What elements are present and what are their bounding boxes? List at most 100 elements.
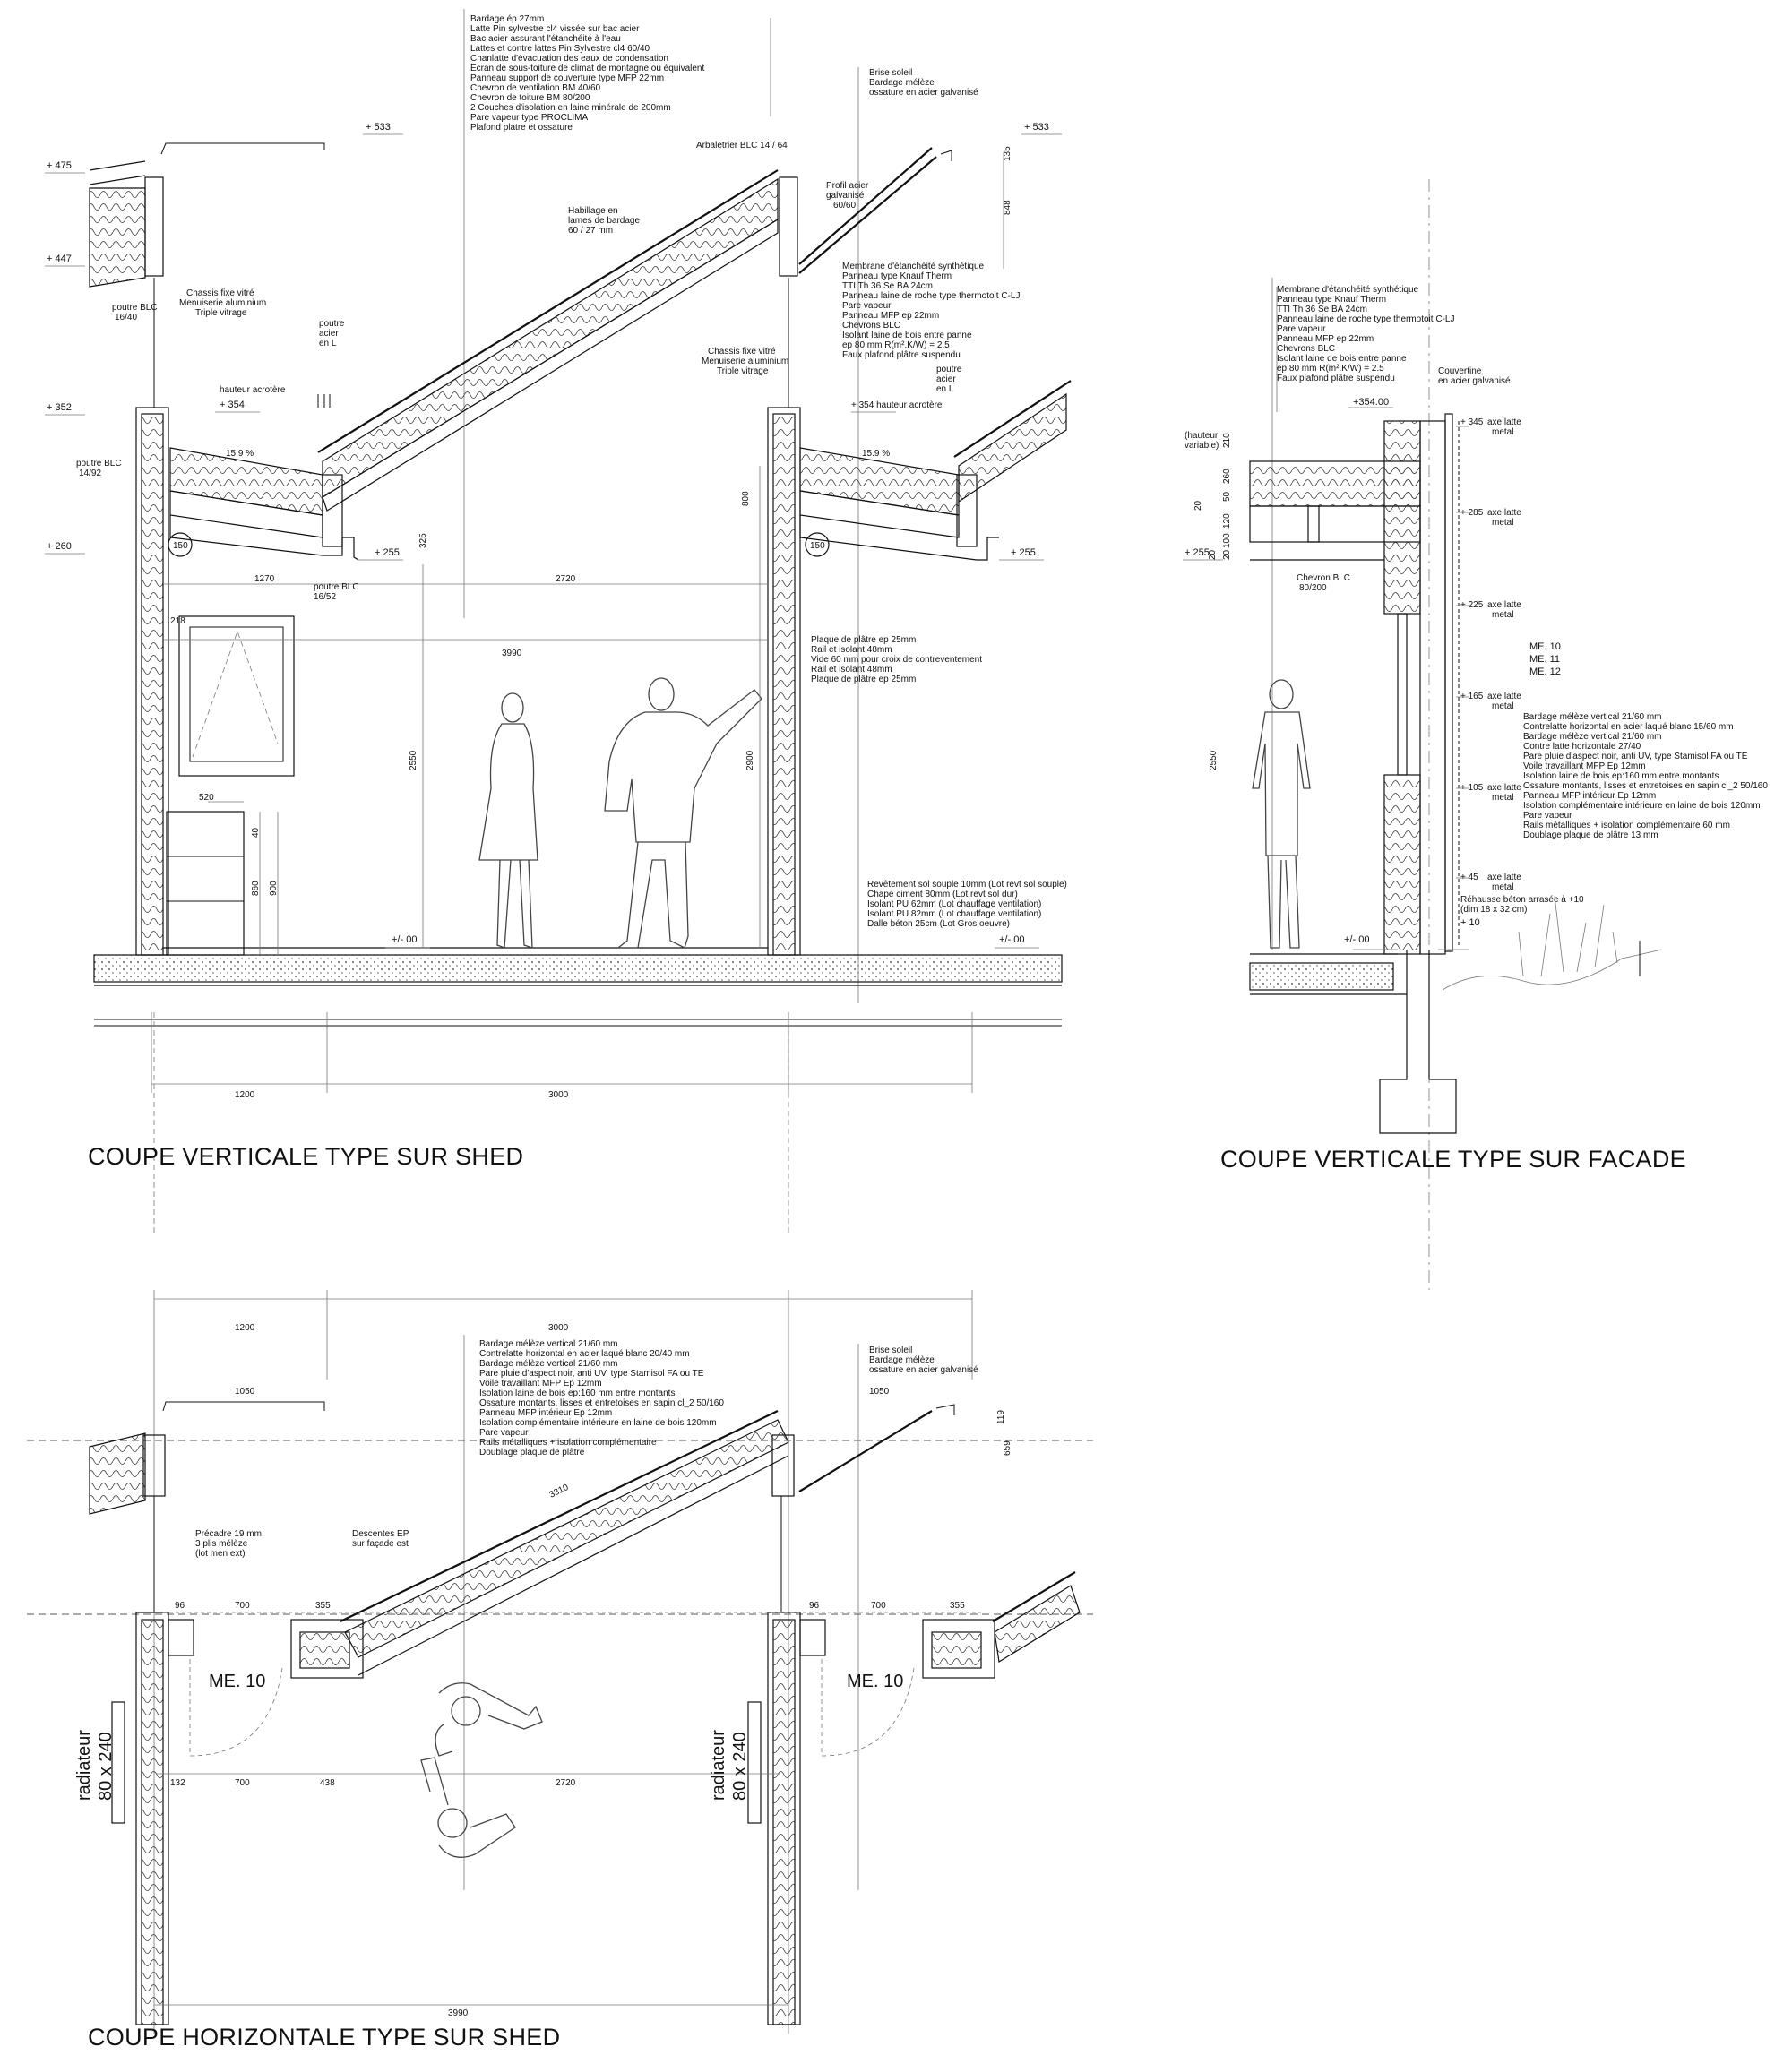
dim-label: 3310 <box>547 1483 570 1500</box>
axe-label: metal <box>1492 427 1513 437</box>
dim-label: 800 <box>741 491 751 506</box>
radiateur-label: radiateur <box>709 1730 728 1801</box>
membrane-note: ep 80 mm R(m².K/W) = 2.5 <box>842 340 950 350</box>
plaque-note: Plaque de plâtre ep 25mm <box>811 635 916 645</box>
sol-note: Isolant PU 62mm (Lot chauffage ventilati… <box>867 899 1041 909</box>
dim-label: 438 <box>320 1778 335 1788</box>
floor-slab <box>93 954 1063 983</box>
h-left-wall <box>141 1619 164 2025</box>
roof-note: Chevron de toiture BM 80/200 <box>470 93 590 103</box>
facade-note: ep 80 mm R(m².K/W) = 2.5 <box>1277 364 1384 374</box>
right-shed-start <box>958 392 1067 503</box>
dim-label: 2720 <box>556 574 576 584</box>
poutre-label: 16/40 <box>115 313 137 322</box>
level-label: + 354 <box>220 400 245 410</box>
facade-level-top: +354.00 <box>1353 397 1389 408</box>
dim-label: 20 <box>1193 500 1203 511</box>
level-label: + 260 <box>47 541 72 552</box>
horizontal-note: Pare pluie d'aspect noir, anti UV, type … <box>479 1369 704 1379</box>
descentes-label: Descentes EP <box>352 1529 409 1539</box>
axe-label: metal <box>1492 518 1513 528</box>
sol-note: Chape ciment 80mm (Lot revt sol dur) <box>867 890 1018 899</box>
right-wall <box>772 413 796 956</box>
roof-note: 2 Couches d'isolation en laine minérale … <box>470 103 671 113</box>
facade-note: Panneau MFP ep 22mm <box>1277 334 1374 344</box>
facade-note: Isolant laine de bois entre panne <box>1277 354 1407 364</box>
h-left-stub <box>89 1432 146 1515</box>
dim-label: 210 <box>1222 433 1232 448</box>
poutre-label: 16/52 <box>314 592 336 602</box>
facade-wall-lower <box>1383 774 1421 955</box>
dim-label: 848 <box>1003 200 1012 215</box>
roof-note: Panneau support de couverture type MFP 2… <box>470 73 664 83</box>
axe-level: + 225 <box>1460 600 1484 610</box>
dim-label: 96 <box>175 1601 185 1611</box>
roof-note: Lattes et contre lattes Pin Sylvestre cl… <box>470 44 650 54</box>
brise-soleil-label: ossature en acier galvanisé <box>869 1365 978 1375</box>
descentes-label: sur façade est <box>352 1539 409 1549</box>
wall-note: Isolation laine de bois ep:160 mm entre … <box>1523 771 1719 781</box>
poutre-label: acier <box>319 329 339 339</box>
habillage-label: 60 / 27 mm <box>568 226 613 236</box>
dim-label: 3990 <box>448 2008 469 2018</box>
left-post <box>144 176 164 277</box>
poutre-label: poutre <box>936 365 962 374</box>
dim-label: 1050 <box>235 1387 255 1397</box>
wall-note: Pare pluie d'aspect noir, anti UV, type … <box>1523 752 1748 761</box>
habillage-label: Habillage en <box>568 206 618 216</box>
dim-label: 260 <box>1222 469 1232 484</box>
facade-note: Panneau laine de roche type thermotoit C… <box>1277 314 1454 324</box>
wall-note: Contrelatte horizontal en acier laqué bl… <box>1523 722 1734 732</box>
plaque-note: Plaque de plâtre ep 25mm <box>811 675 916 684</box>
brise-soleil-label: Brise soleil <box>869 1346 912 1355</box>
roof-note: Latte Pin sylvestre cl4 vissée sur bac a… <box>470 24 640 34</box>
h-right-wall <box>772 1619 796 2025</box>
axe-level: + 165 <box>1460 692 1484 701</box>
poutre-label: 14/92 <box>79 469 101 478</box>
person-plan-top <box>435 1682 543 1757</box>
person-silhouette-facade <box>1252 679 1311 949</box>
slope-label: 15.9 % <box>226 449 254 459</box>
radiator-left <box>111 1701 125 1824</box>
dim-label: 20 <box>1208 549 1218 560</box>
horizontal-note: Bardage mélèze vertical 21/60 mm <box>479 1339 618 1349</box>
wall-note: Isolation complémentaire intérieure en l… <box>1523 801 1761 811</box>
level-label: + 447 <box>47 254 72 264</box>
section-marker-label: 150 <box>173 541 188 551</box>
dim-label: 218 <box>170 616 185 626</box>
chevron-label: 80/200 <box>1299 583 1327 593</box>
poutre-label: en L <box>319 339 337 348</box>
sol-note: Dalle béton 25cm (Lot Gros oeuvre) <box>867 919 1010 929</box>
dim-label: 1050 <box>869 1387 890 1397</box>
axe-label: axe latte <box>1487 417 1521 427</box>
dim-label: 1200 <box>235 1090 255 1100</box>
horizontal-note: Pare vapeur <box>479 1428 529 1438</box>
axe-level: + 345 <box>1460 417 1484 427</box>
wall-note: Bardage mélèze vertical 21/60 mm <box>1523 732 1662 742</box>
radiator-right <box>747 1701 762 1824</box>
poutre-label: poutre <box>319 319 345 329</box>
h-frame-middle <box>290 1619 364 1679</box>
dim-label: 120 <box>1222 513 1232 529</box>
membrane-note: Membrane d'étanchéité synthétique <box>842 262 985 271</box>
dim-label: 325 <box>418 533 428 548</box>
habillage-label: lames de bardage <box>568 216 640 226</box>
person-plan-bottom <box>420 1757 516 1858</box>
plaque-note: Rail et isolant 48mm <box>811 645 892 655</box>
arbaletrier-label: Arbaletrier BLC 14 / 64 <box>696 141 788 150</box>
level-label: +/- 00 <box>392 934 417 945</box>
radiateur-label: 80 x 240 <box>730 1732 750 1801</box>
brise-soleil-label: Brise soleil <box>869 68 912 78</box>
rehausse-note: Réhausse béton arrasée à +10 <box>1460 895 1584 905</box>
brise-soleil-label: ossature en acier galvanisé <box>869 88 978 98</box>
axe-label: metal <box>1492 793 1513 803</box>
facade-note: TTI Th 36 Se BA 24cm <box>1277 305 1367 314</box>
title-shed-vertical: COUPE VERTICALE TYPE SUR SHED <box>88 1143 523 1170</box>
axe-label: axe latte <box>1487 873 1521 882</box>
dim-label: 2550 <box>409 750 418 770</box>
me-code: ME. 11 <box>1529 654 1560 665</box>
roof-note: Chanlatte d'évacuation des eaux de conde… <box>470 54 668 64</box>
dim-label: 3000 <box>548 1090 569 1100</box>
profil-acier-label: galvanisé <box>826 191 865 201</box>
